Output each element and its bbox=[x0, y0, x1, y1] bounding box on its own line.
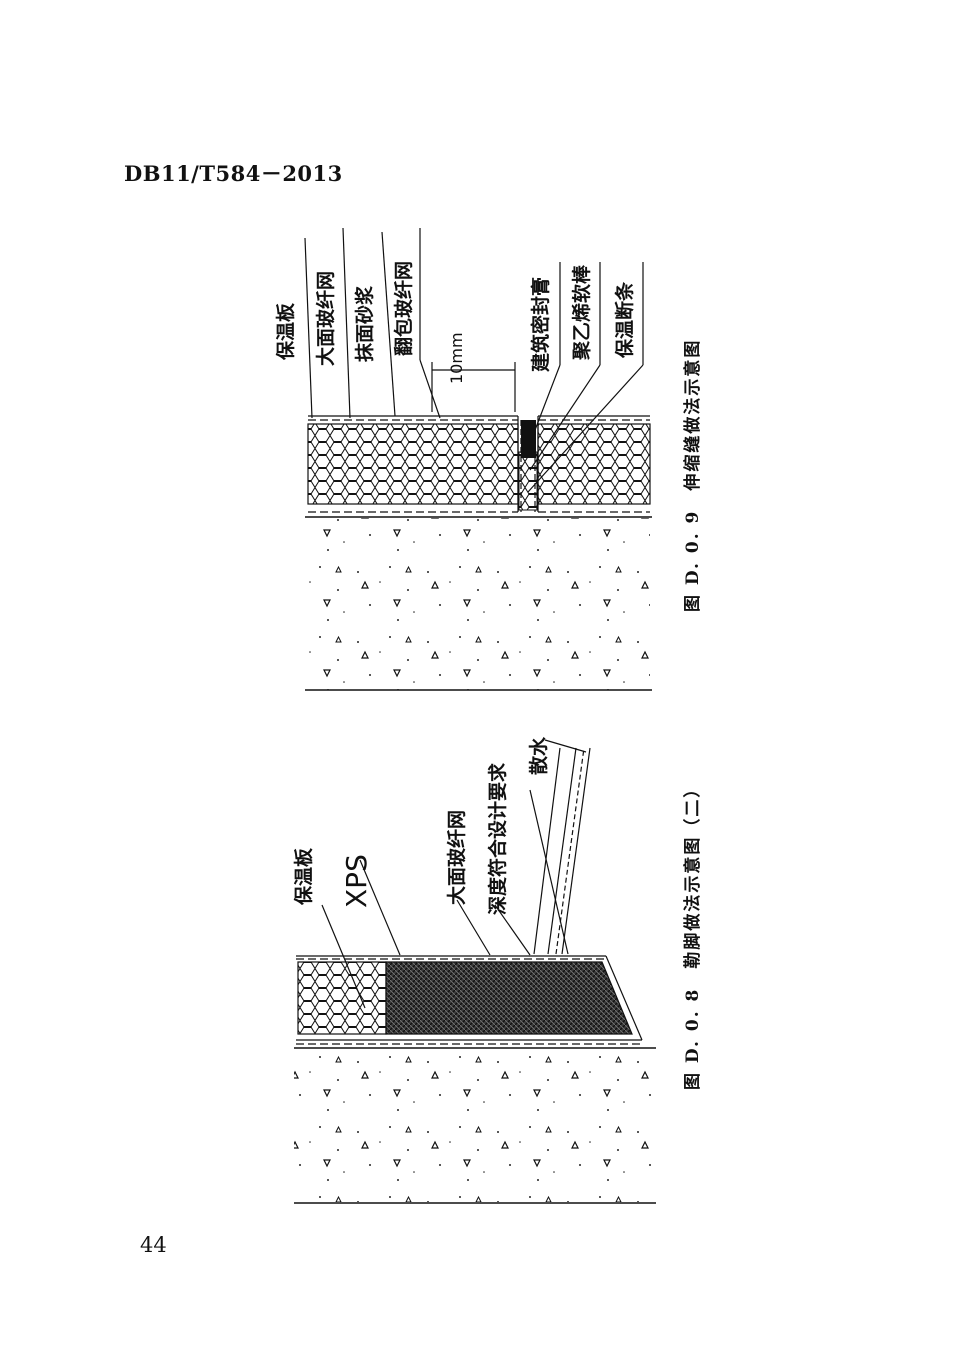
figure-d08-labels: 保温板 XPS 大面玻纤网 深度符合设计要求 散水 bbox=[292, 736, 550, 915]
label-break-strip: 保温断条 bbox=[613, 281, 636, 359]
label-depth: 深度符合设计要求 bbox=[486, 762, 509, 915]
insulation-board-d08 bbox=[297, 961, 387, 1035]
figure-d08-caption: 图 D. 0. 8 勒脚做法示意图（二） bbox=[682, 779, 703, 1090]
figure-d08-plinth: 保温板 XPS 大面玻纤网 深度符合设计要求 散水 图 D. 0. 8 勒脚做法… bbox=[292, 736, 703, 1204]
figure-d09-caption: 图 D. 0. 9 伸缩缝做法示意图 bbox=[682, 339, 703, 612]
insulation-board-right bbox=[537, 423, 651, 505]
label-mesh-d08: 大面玻纤网 bbox=[445, 810, 468, 905]
label-mortar: 抹面砂浆 bbox=[353, 285, 376, 362]
label-xps: XPS bbox=[340, 854, 373, 908]
xps-board bbox=[385, 961, 633, 1035]
insulation-break-strip bbox=[518, 451, 538, 511]
label-pe-rod: 聚乙烯软棒 bbox=[570, 264, 593, 361]
label-insulation-board: 保温板 bbox=[274, 302, 297, 361]
page-number: 44 bbox=[140, 1233, 167, 1257]
document-code: DB11/T584－2013 bbox=[124, 161, 343, 186]
figure-d09-labels: 保温板 大面玻纤网 抹面砂浆 翻包玻纤网 10mm 建筑密封膏 聚乙烯软棒 保温… bbox=[274, 261, 636, 384]
label-mesh: 大面玻纤网 bbox=[314, 271, 337, 366]
label-sealant: 建筑密封膏 bbox=[529, 277, 552, 372]
label-insulation-board-d08: 保温板 bbox=[292, 847, 315, 906]
label-apron: 散水 bbox=[527, 736, 550, 775]
figure-d09-expansion-joint: 保温板 大面玻纤网 抹面砂浆 翻包玻纤网 10mm 建筑密封膏 聚乙烯软棒 保温… bbox=[274, 227, 703, 691]
insulation-board-left bbox=[307, 423, 519, 505]
label-wrap-mesh: 翻包玻纤网 bbox=[392, 261, 415, 356]
concrete-wall-d08 bbox=[294, 1050, 654, 1202]
concrete-wall bbox=[305, 518, 650, 690]
sealant bbox=[521, 420, 536, 458]
label-dimension: 10mm bbox=[447, 332, 466, 384]
